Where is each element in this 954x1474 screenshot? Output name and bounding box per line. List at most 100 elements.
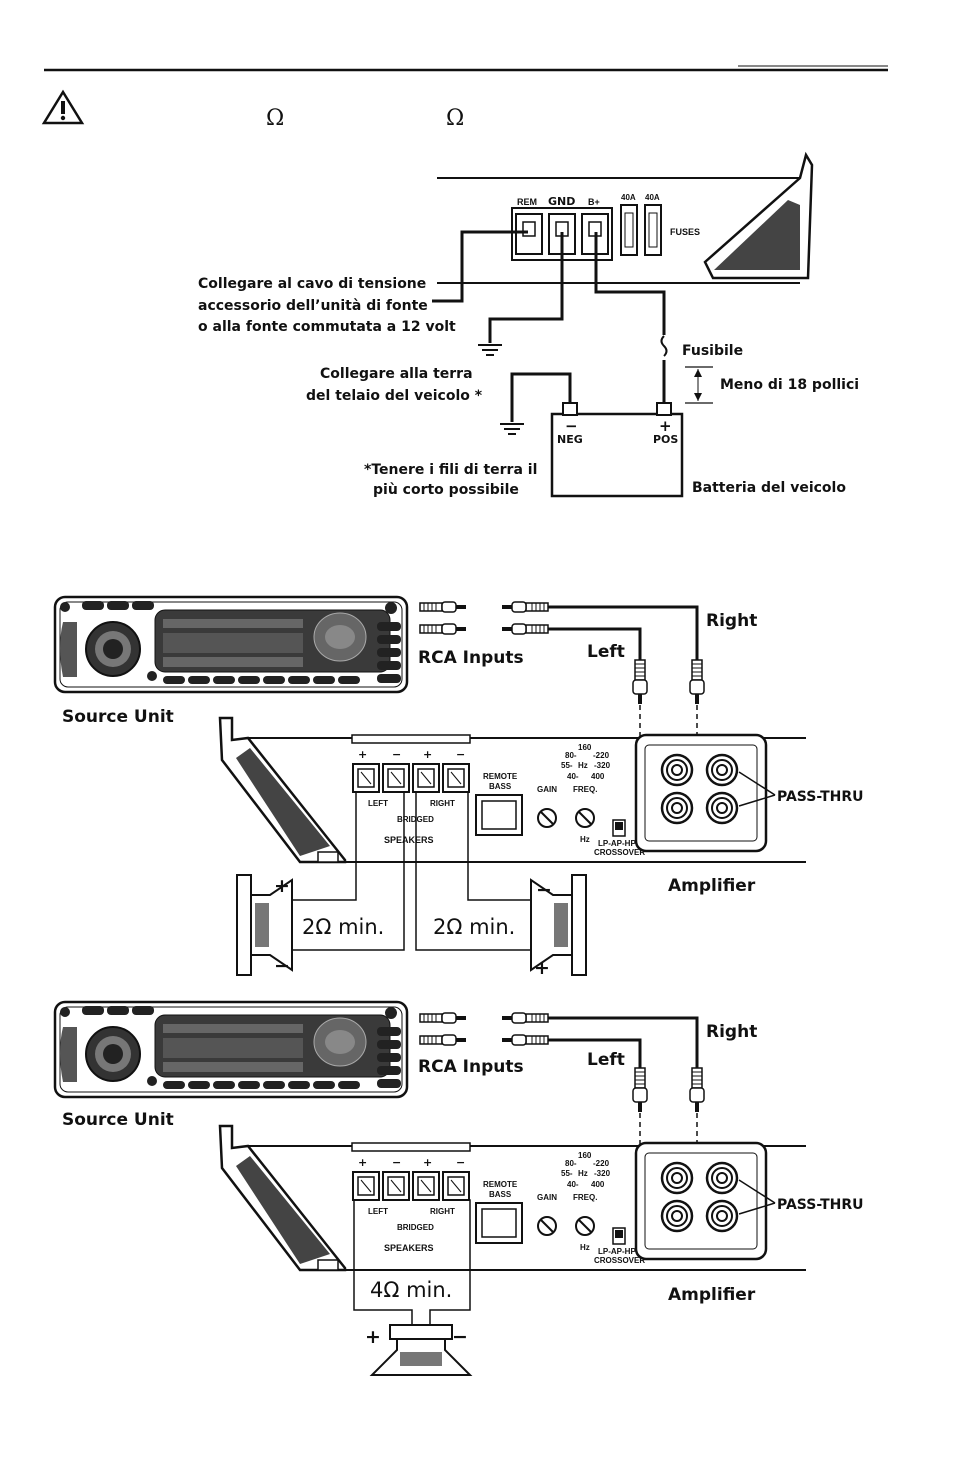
terminal-sign: − (456, 1156, 465, 1169)
right-speaker-impedance: 2Ω min. (433, 915, 515, 939)
ground-instruction-line-2: del telaio del veicolo * (306, 388, 483, 404)
battery-label: Batteria del veicolo (692, 480, 846, 496)
terminal-sign: + (423, 1156, 432, 1169)
rca-jack-icon (660, 1161, 694, 1195)
hz-label: Hz (580, 1243, 590, 1252)
speakers-label: SPEAKERS (384, 835, 434, 845)
rca-jack-icon (705, 791, 739, 825)
pos-sign: + (659, 417, 672, 435)
remote-bass-label-line-2: BASS (489, 782, 512, 791)
minus-sign: − (536, 879, 552, 901)
freq-label: FREQ. (573, 785, 597, 794)
fuse-label: Fusibile (682, 343, 743, 359)
left-label: Left (587, 1050, 625, 1070)
fuse2-label: 40A (645, 193, 660, 202)
freq-scale: 55- (561, 1169, 573, 1178)
speaker-terminals: + − + − LEFT RIGHT BRIDGED SPEAKERS (352, 1156, 470, 1253)
amplifier-label: Amplifier (668, 1285, 756, 1305)
remote-instruction-line-1: Collegare al cavo di tensione (198, 276, 426, 292)
left-terminal-label: LEFT (368, 799, 388, 808)
terminal-sign: − (392, 748, 401, 761)
ground-note-line-1: *Tenere i fili di terra il (364, 462, 537, 478)
right-terminal-label: RIGHT (430, 799, 455, 808)
remote-bass-label-line-1: REMOTE (483, 1180, 518, 1189)
crossover-label-line-1: LP-AP-HP (598, 1247, 636, 1256)
stereo-wiring-diagram: Source Unit RCA Inputs Right Left + − + … (53, 595, 864, 979)
freq-scale: 160 (578, 743, 592, 752)
gain-label: GAIN (537, 785, 557, 794)
terminal-sign: − (392, 1156, 401, 1169)
ground-note-line-2: più corto possibile (373, 482, 519, 498)
fuse1-label: 40A (621, 193, 636, 202)
left-speaker-impedance: 2Ω min. (302, 915, 384, 939)
freq-scale: -220 (593, 751, 610, 760)
right-label: Right (706, 1022, 757, 1042)
rca-jack-icon (705, 1161, 739, 1195)
bplus-label: B+ (588, 197, 600, 207)
freq-scale: 55- (561, 761, 573, 770)
remote-bass-label-line-1: REMOTE (483, 772, 518, 781)
bridged-wiring-diagram: Source Unit RCA Inputs Right Left + − + … (53, 1000, 864, 1376)
gnd-label: GND (548, 195, 575, 208)
freq-scale: Hz (578, 1169, 588, 1178)
right-terminal-label: RIGHT (430, 1207, 455, 1216)
warning-icon (41, 89, 85, 125)
freq-scale: -320 (594, 761, 611, 770)
minus-sign: − (274, 955, 290, 977)
freq-scale: -220 (593, 1159, 610, 1168)
minus-sign: − (452, 1326, 468, 1348)
freq-scale: 40- (567, 1180, 579, 1189)
rca-jack-icon (660, 791, 694, 825)
freq-scale: 80- (565, 751, 577, 760)
fuse-icon (660, 335, 668, 357)
speakers-label: SPEAKERS (384, 1243, 434, 1253)
left-terminal-label: LEFT (368, 1207, 388, 1216)
rem-label: REM (517, 197, 537, 207)
ground-icon (477, 344, 503, 356)
terminal-sign: − (456, 748, 465, 761)
pass-thru-label: PASS-THRU (777, 1197, 864, 1213)
freq-scale: 400 (591, 772, 605, 781)
rca-jack-icon (705, 753, 739, 787)
plus-sign: + (365, 1326, 381, 1348)
freq-scale: 40- (567, 772, 579, 781)
freq-scale: 400 (591, 1180, 605, 1189)
bridged-speaker-impedance: 4Ω min. (370, 1278, 452, 1302)
rca-inputs-label: RCA Inputs (418, 648, 524, 668)
speaker-icon (530, 874, 587, 976)
left-label: Left (587, 642, 625, 662)
plus-sign: + (274, 875, 290, 897)
freq-scale: 160 (578, 1151, 592, 1160)
ground-icon (499, 423, 525, 435)
speaker-terminals: + − + − LEFT RIGHT BRIDGED SPEAKERS (352, 748, 470, 845)
freq-label: FREQ. (573, 1193, 597, 1202)
source-unit-label: Source Unit (62, 707, 174, 727)
remote-instruction-line-2: accessorio dell’unità di fonte (198, 298, 428, 314)
source-unit-icon (53, 595, 409, 694)
power-diagram: REM GND B+ 40A 40A FUSES − NEG + POS Col… (198, 151, 859, 498)
plus-sign: + (534, 957, 550, 979)
right-label: Right (706, 611, 757, 631)
neg-label: NEG (557, 433, 583, 446)
source-unit-label: Source Unit (62, 1110, 174, 1130)
speaker-icon (236, 874, 293, 976)
freq-scale: Hz (578, 761, 588, 770)
rca-inputs-label: RCA Inputs (418, 1057, 524, 1077)
neg-sign: − (565, 417, 578, 435)
rca-jack-icon (660, 753, 694, 787)
crossover-label-line-2: CROSSOVER (594, 1256, 645, 1265)
gain-label: GAIN (537, 1193, 557, 1202)
freq-scale: -320 (594, 1169, 611, 1178)
ground-instruction-line-1: Collegare alla terra (320, 366, 473, 382)
remote-instruction-line-3: o alla fonte commutata a 12 volt (198, 319, 456, 335)
pos-label: POS (653, 433, 678, 446)
amplifier-label: Amplifier (668, 876, 756, 896)
ohm-symbol: Ω (446, 106, 464, 131)
pass-thru-label: PASS-THRU (777, 789, 864, 805)
ohm-symbol: Ω (266, 106, 284, 131)
bridged-label: BRIDGED (397, 1223, 434, 1232)
rca-jack-icon (660, 1199, 694, 1233)
freq-scale: 80- (565, 1159, 577, 1168)
terminal-sign: + (358, 1156, 367, 1169)
